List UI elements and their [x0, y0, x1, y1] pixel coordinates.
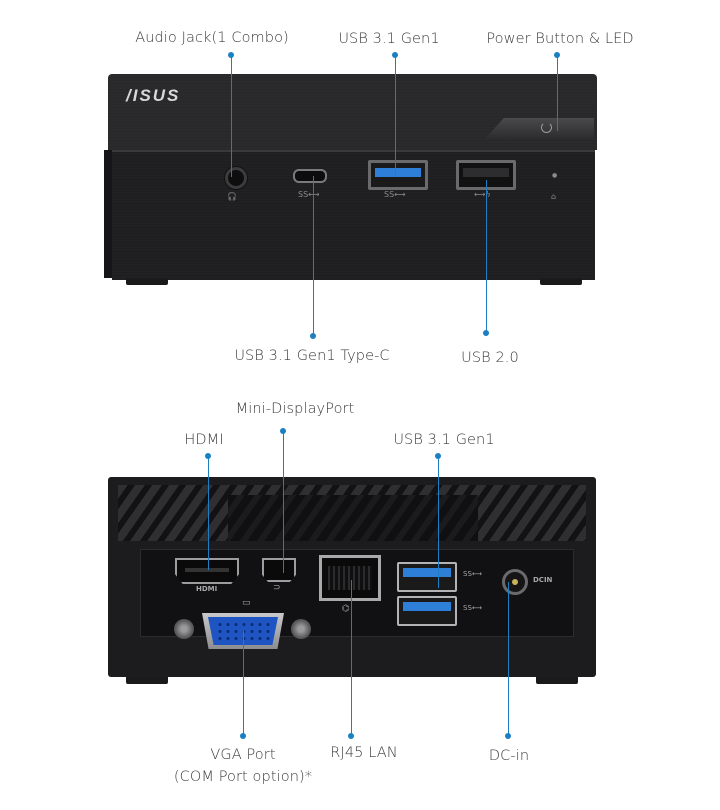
- display-icon: ▭: [242, 598, 251, 608]
- label-power-button-led: Power Button & LED: [486, 31, 634, 47]
- callout-dot-power: [554, 52, 560, 58]
- callout-dot-typec: [310, 333, 316, 339]
- label-vga-line1: VGA Port: [210, 747, 276, 763]
- usb-ss-icon: SS⟷: [298, 190, 320, 199]
- usb-ss-icon: SS⟷: [463, 570, 482, 578]
- label-usb31-gen1-front: USB 3.1 Gen1: [338, 31, 440, 47]
- vent-inner: [228, 495, 478, 541]
- vga-screw-right: [291, 619, 311, 639]
- device-rear-body: HDMI ⊃ ▭ ⌬ SS⟷ SS⟷ DCIN: [108, 477, 596, 677]
- dcin-plate-text: DCIN: [533, 576, 553, 584]
- callout-line-vga: [243, 630, 244, 736]
- power-icon: [541, 122, 552, 133]
- label-usb31-gen1-rear: USB 3.1 Gen1: [393, 432, 495, 448]
- callout-line-typec: [313, 176, 314, 336]
- displayport-icon: ⊃: [273, 583, 281, 593]
- device-front-side: [104, 150, 114, 278]
- device-foot-left: [126, 278, 168, 285]
- vga-screw-left: [174, 619, 194, 639]
- vent-grille: [118, 485, 586, 541]
- power-button-strip: [484, 118, 594, 140]
- usb31-rear-port-bottom: [397, 596, 457, 626]
- asus-logo: /ISUS: [126, 86, 181, 105]
- callout-line-power: [557, 57, 558, 131]
- callout-dot-vga: [240, 733, 246, 739]
- label-usb31-typec: USB 3.1 Gen1 Type-C: [234, 348, 390, 364]
- callout-dot-usb20: [483, 330, 489, 336]
- label-hdmi: HDMI: [184, 432, 224, 448]
- audio-jack-port: [225, 167, 247, 189]
- rj45-port: [319, 555, 381, 601]
- label-vga-line2: (COM Port option)*: [173, 769, 313, 785]
- storage-icon: ⌂: [551, 192, 557, 201]
- callout-dot-audio: [228, 52, 234, 58]
- usb31-front-port: [368, 160, 428, 190]
- device-foot-right: [540, 278, 582, 285]
- device-front-face: 🎧 SS⟷ SS⟷ ⟷ϟ ● ⌂: [112, 150, 595, 280]
- callout-dot-dcin: [505, 733, 511, 739]
- label-mini-displayport: Mini-DisplayPort: [235, 401, 355, 417]
- label-rj45-lan: RJ45 LAN: [330, 745, 398, 761]
- lan-icon: ⌬: [342, 604, 350, 614]
- usb-ss-icon: SS⟷: [384, 190, 406, 199]
- hdmi-plate-text: HDMI: [196, 585, 218, 593]
- callout-line-mdp: [283, 433, 284, 573]
- device-front-top: /ISUS: [108, 74, 597, 150]
- usb-charge-icon: ⟷ϟ: [474, 190, 491, 199]
- callout-line-audio: [231, 57, 232, 177]
- callout-line-usb31-rear: [438, 458, 439, 588]
- usb31-rear-port-top: [397, 562, 457, 592]
- callout-dot-rj45: [348, 733, 354, 739]
- audio-headset-icon: 🎧: [227, 192, 237, 201]
- callout-line-rj45: [351, 580, 352, 736]
- label-audio-jack: Audio Jack(1 Combo): [135, 30, 289, 46]
- hdmi-port: [175, 558, 239, 584]
- callout-line-usb20: [486, 180, 487, 333]
- label-dc-in: DC-in: [488, 748, 530, 764]
- callout-dot-usb31-rear: [435, 453, 441, 459]
- mini-displayport-port: [262, 558, 296, 582]
- label-usb20: USB 2.0: [461, 350, 519, 366]
- device-foot-rear-left: [126, 677, 168, 684]
- label-vga-port: VGA Port (COM Port option)*: [174, 744, 312, 788]
- led-indicator-icon: ●: [552, 172, 558, 179]
- callout-dot-hdmi: [205, 453, 211, 459]
- callout-line-hdmi: [208, 458, 209, 570]
- usb-ss-icon: SS⟷: [463, 604, 482, 612]
- dc-in-port: [502, 569, 528, 595]
- callout-line-usb31-front: [395, 57, 396, 175]
- usb-typec-port: [293, 169, 327, 183]
- callout-line-dcin: [508, 582, 509, 736]
- callout-dot-mdp: [280, 428, 286, 434]
- callout-dot-usb31-front: [392, 52, 398, 58]
- device-foot-rear-right: [536, 677, 578, 684]
